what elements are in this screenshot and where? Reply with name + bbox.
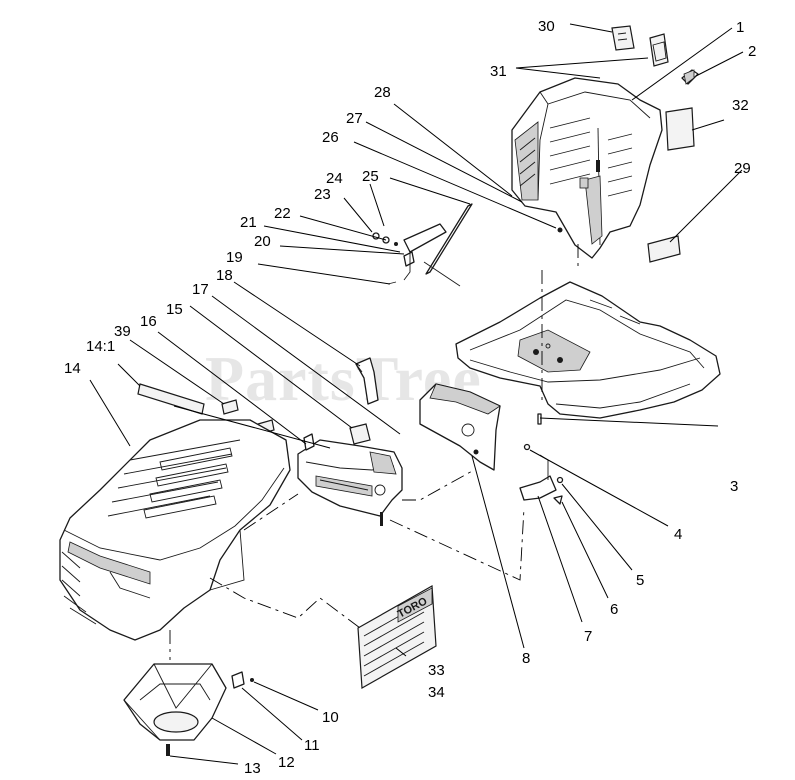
callout-39: 39	[114, 323, 131, 340]
callout-3: 3	[730, 478, 738, 495]
hood-part	[59, 419, 291, 641]
steering-bracket-part	[419, 383, 501, 471]
callout-13: 13	[244, 760, 261, 777]
leader-lines	[89, 23, 744, 765]
callout-22: 22	[274, 205, 291, 222]
front-cover-part	[123, 663, 227, 756]
fastener-11-part	[231, 671, 245, 689]
grille-decal-part: TORO	[357, 585, 437, 689]
callout-20: 20	[254, 233, 271, 250]
callout-17: 17	[192, 281, 209, 298]
callout-12: 12	[278, 754, 295, 771]
dash-panel-part	[297, 439, 403, 526]
callout-10: 10	[322, 709, 339, 726]
fastener-4-part	[523, 443, 531, 451]
callout-1: 1	[736, 19, 744, 36]
decal-32-part	[665, 107, 695, 151]
phantom-lines	[169, 244, 579, 660]
callout-29: 29	[734, 160, 751, 177]
callout-31: 31	[490, 63, 507, 80]
decal-29-part	[647, 235, 681, 263]
callout-25: 25	[362, 168, 379, 185]
callout-21: 21	[240, 214, 257, 231]
fastener-5-part	[556, 476, 564, 484]
callout-30: 30	[538, 18, 555, 35]
callout-8: 8	[522, 650, 530, 667]
callout-26: 26	[322, 129, 339, 146]
callout-27: 27	[346, 110, 363, 127]
seat-pan-part	[511, 77, 663, 259]
hood-trim-part	[137, 383, 205, 415]
fastener-6-part	[553, 495, 563, 505]
callout-28: 28	[374, 84, 391, 101]
decal-17-part	[349, 423, 371, 445]
callout-14: 14	[64, 360, 81, 377]
callout-34: 34	[428, 684, 445, 701]
callout-24: 24	[326, 170, 343, 187]
decal-31-part	[649, 33, 669, 67]
callout-2: 2	[748, 43, 756, 60]
callout-14-1: 14:1	[86, 338, 115, 355]
callout-32: 32	[732, 97, 749, 114]
fastener-10-part	[250, 678, 254, 682]
bracket-18-part	[355, 357, 379, 405]
callout-7: 7	[584, 628, 592, 645]
footrest-part	[455, 281, 721, 419]
callout-11: 11	[304, 737, 320, 754]
callout-16: 16	[140, 313, 157, 330]
callout-18: 18	[216, 267, 233, 284]
seat-bumper-part	[681, 69, 699, 85]
callout-5: 5	[636, 572, 644, 589]
callout-15: 15	[166, 301, 183, 318]
callout-19: 19	[226, 249, 243, 266]
callout-4: 4	[674, 526, 682, 543]
callout-33: 33	[428, 662, 445, 679]
linkage-assembly-part	[372, 203, 563, 287]
callout-23: 23	[314, 186, 331, 203]
fastener-3-part	[537, 413, 542, 425]
callout-6: 6	[610, 601, 618, 618]
decal-30-part	[611, 25, 635, 51]
